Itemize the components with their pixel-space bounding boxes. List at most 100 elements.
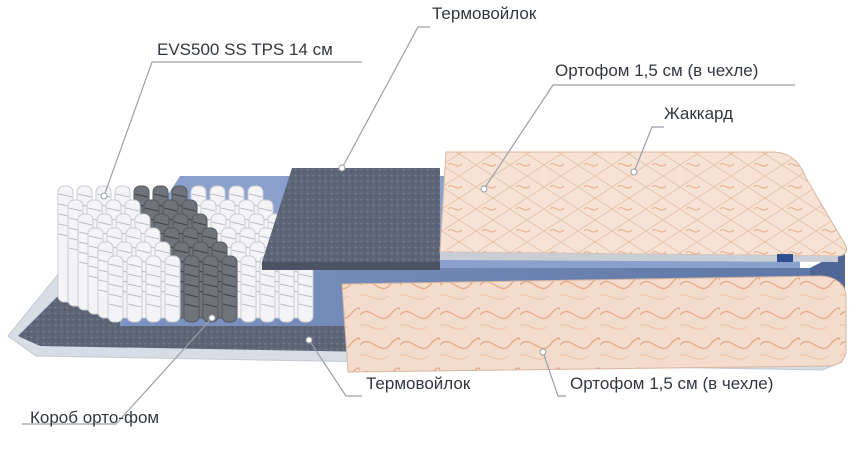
spring-ring bbox=[203, 293, 218, 298]
callout-jacquard: Жаккард bbox=[664, 104, 734, 123]
jacquard-panel bbox=[439, 151, 847, 257]
spring-ring bbox=[260, 273, 275, 278]
spring-ring bbox=[117, 249, 132, 254]
spring-ring bbox=[201, 207, 216, 212]
spring-ring bbox=[108, 293, 123, 298]
spring-ring bbox=[58, 193, 73, 198]
spring-ring bbox=[210, 193, 225, 198]
callout-box: Короб орто-фом bbox=[30, 408, 160, 427]
spring-ring bbox=[88, 235, 103, 240]
callout-spring-block: EVS500 SS TPS 14 см bbox=[157, 40, 333, 59]
callout-lines bbox=[22, 26, 795, 425]
spring-ring bbox=[230, 221, 245, 226]
spring-ring bbox=[183, 235, 198, 240]
spring-ring bbox=[212, 249, 227, 254]
spring-ring bbox=[165, 283, 180, 288]
brand-tag bbox=[777, 254, 793, 262]
spring-ring bbox=[240, 235, 255, 240]
spring-ring bbox=[184, 273, 199, 278]
spring-ring bbox=[165, 273, 180, 278]
spring-coil bbox=[107, 255, 124, 323]
spring-coil bbox=[164, 255, 181, 323]
spring-ring bbox=[239, 207, 254, 212]
spring-ring bbox=[220, 207, 235, 212]
spring-ring bbox=[231, 249, 246, 254]
spring-ring bbox=[203, 263, 218, 268]
spring-ring bbox=[241, 273, 256, 278]
spring-ring bbox=[279, 303, 294, 308]
spring-ring bbox=[127, 293, 142, 298]
spring-ring bbox=[154, 221, 169, 226]
spring-ring bbox=[203, 273, 218, 278]
spring-ring bbox=[202, 235, 217, 240]
spring-ring bbox=[146, 303, 161, 308]
spring-ring bbox=[298, 303, 313, 308]
spring-ring bbox=[250, 249, 265, 254]
spring-ring bbox=[126, 235, 141, 240]
spring-block bbox=[57, 185, 314, 323]
spring-ring bbox=[229, 193, 244, 198]
spring-ring bbox=[145, 235, 160, 240]
spring-ring bbox=[298, 273, 313, 278]
spring-ring bbox=[184, 293, 199, 298]
spring-ring bbox=[135, 221, 150, 226]
spring-ring bbox=[222, 263, 237, 268]
callout-dots bbox=[100, 164, 638, 356]
spring-ring bbox=[192, 221, 207, 226]
spring-ring bbox=[241, 283, 256, 288]
spring-ring bbox=[127, 283, 142, 288]
spring-ring bbox=[98, 249, 113, 254]
spring-ring bbox=[146, 263, 161, 268]
spring-ring bbox=[184, 263, 199, 268]
spring-coil bbox=[145, 255, 162, 323]
spring-ring bbox=[97, 221, 112, 226]
spring-ring bbox=[108, 273, 123, 278]
spring-ring bbox=[163, 207, 178, 212]
spring-ring bbox=[107, 235, 122, 240]
spring-coil bbox=[221, 255, 238, 323]
spring-ring bbox=[241, 293, 256, 298]
callout-bottom-ortofom: Ортофом 1,5 см (в чехле) bbox=[570, 374, 774, 393]
spring-ring bbox=[127, 273, 142, 278]
spring-ring bbox=[108, 303, 123, 308]
callout-top-felt: Термовойлок bbox=[432, 4, 537, 23]
spring-ring bbox=[222, 273, 237, 278]
spring-ring bbox=[222, 283, 237, 288]
spring-ring bbox=[108, 263, 123, 268]
spring-ring bbox=[182, 207, 197, 212]
spring-coil bbox=[183, 255, 200, 323]
top-felt-layer bbox=[262, 168, 440, 262]
spring-ring bbox=[222, 293, 237, 298]
spring-ring bbox=[115, 193, 130, 198]
spring-ring bbox=[136, 249, 151, 254]
spring-ring bbox=[146, 273, 161, 278]
spring-coil bbox=[202, 255, 219, 323]
spring-ring bbox=[203, 303, 218, 308]
side-ortofom-panel bbox=[341, 275, 847, 373]
spring-ring bbox=[77, 193, 92, 198]
spring-ring bbox=[298, 293, 313, 298]
spring-ring bbox=[241, 263, 256, 268]
spring-ring bbox=[260, 283, 275, 288]
spring-ring bbox=[174, 249, 189, 254]
spring-ring bbox=[155, 249, 170, 254]
spring-ring bbox=[203, 283, 218, 288]
spring-ring bbox=[146, 283, 161, 288]
spring-ring bbox=[173, 221, 188, 226]
spring-ring bbox=[153, 193, 168, 198]
spring-ring bbox=[279, 283, 294, 288]
callout-top-ortofom: Ортофом 1,5 см (в чехле) bbox=[555, 61, 759, 80]
spring-ring bbox=[184, 283, 199, 288]
spring-ring bbox=[241, 303, 256, 308]
spring-coil bbox=[126, 255, 143, 323]
spring-ring bbox=[193, 249, 208, 254]
spring-ring bbox=[134, 193, 149, 198]
spring-ring bbox=[68, 207, 83, 212]
spring-ring bbox=[279, 293, 294, 298]
spring-ring bbox=[127, 263, 142, 268]
spring-ring bbox=[165, 293, 180, 298]
spring-ring bbox=[222, 303, 237, 308]
spring-ring bbox=[164, 235, 179, 240]
spring-ring bbox=[144, 207, 159, 212]
